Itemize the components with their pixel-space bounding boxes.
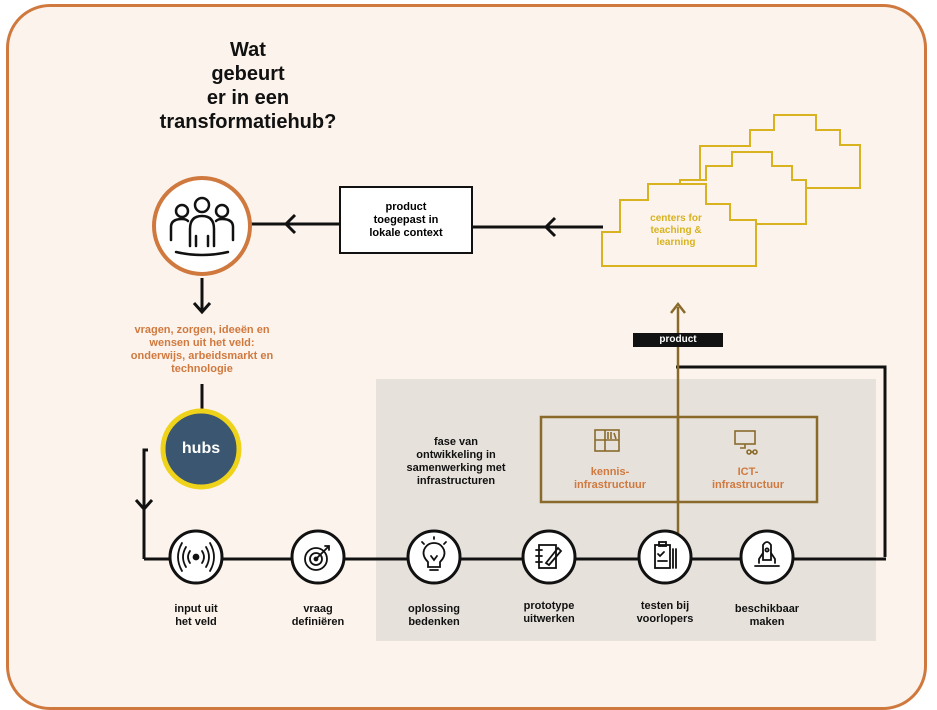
step-label-line: prototype — [523, 600, 575, 612]
phase-line: fase van — [433, 436, 479, 448]
step-label-line: definiëren — [291, 616, 345, 628]
arrowheads — [134, 213, 557, 512]
people-group-icon — [169, 196, 235, 257]
step-circle-4 — [521, 529, 577, 585]
arrowhead-left-1 — [543, 216, 557, 238]
product-box-line: lokale context — [369, 226, 443, 239]
step-label-line: input uit — [174, 603, 218, 615]
phase-line: infrastructuren — [416, 475, 496, 487]
target-icon — [304, 545, 330, 571]
ict-infra-label: ICT- infrastructuur — [682, 466, 814, 492]
phase-line: samenwerking met — [406, 462, 506, 474]
field-input-line: onderwijs, arbeidsmarkt en — [130, 350, 274, 362]
step-label-line: uitwerken — [523, 613, 575, 625]
phase-line: ontwikkeling in — [416, 449, 496, 461]
monitor-network-icon — [734, 430, 758, 455]
development-phase-area — [376, 379, 876, 641]
clipboard-check-icon — [654, 541, 677, 569]
radio-waves-icon — [177, 542, 215, 572]
ict-infra-line: ICT- — [737, 466, 759, 478]
notebook-pen-icon — [535, 544, 563, 569]
diagram-title: Wat gebeurt er in een transformatiehub? — [158, 38, 338, 134]
arrowhead-down-1 — [192, 302, 212, 315]
centers-line: teaching & — [650, 225, 702, 236]
field-input-line: vragen, zorgen, ideeën en — [134, 324, 270, 336]
ict-infra-line: infrastructuur — [711, 479, 785, 491]
diagram-graphics — [134, 114, 887, 641]
product-box-line: toegepast in — [373, 213, 439, 226]
step-label-line: testen bij — [640, 600, 690, 612]
cloud-shape-front — [601, 183, 757, 267]
step-circle-6 — [739, 529, 795, 585]
field-input-label: vragen, zorgen, ideeën en wensen uit het… — [110, 324, 294, 376]
step-label-prototype: prototype uitwerken — [509, 600, 589, 626]
arrowhead-down-2 — [134, 499, 154, 512]
step-label-line: oplossing — [408, 603, 460, 615]
step-label-test: testen bij voorlopers — [625, 600, 705, 626]
title-line: Wat — [230, 39, 266, 61]
step-label-line: het veld — [175, 616, 217, 628]
field-input-line: technologie — [171, 363, 233, 375]
centers-label: centers for teaching & learning — [612, 213, 740, 249]
step-label-define: vraag definiëren — [278, 603, 358, 629]
knowledge-infra-line: infrastructuur — [573, 479, 647, 491]
infrastructure-structure — [539, 301, 819, 559]
arrowhead-left-2 — [283, 213, 297, 235]
title-line: transformatiehub? — [159, 111, 337, 133]
hubs-circle — [160, 408, 242, 490]
step-circle-5 — [637, 529, 693, 585]
knowledge-infra-label: kennis- infrastructuur — [545, 466, 675, 492]
stakeholders-node — [152, 176, 252, 276]
centers-line: learning — [656, 237, 696, 248]
step-circle-3 — [406, 529, 462, 585]
phase-label: fase van ontwikkeling in samenwerking me… — [392, 436, 520, 488]
step-label-line: maken — [749, 616, 785, 628]
step-label-line: vraag — [303, 603, 333, 615]
bookshelf-icon — [594, 429, 620, 452]
field-input-line: wensen uit het veld: — [149, 337, 255, 349]
ict-infra-box — [676, 415, 819, 504]
lightbulb-icon — [421, 536, 447, 571]
rocket-icon — [754, 541, 780, 567]
centers-clouds — [601, 114, 861, 267]
hubs-to-steps-line — [142, 448, 148, 559]
hubs-label: hubs — [181, 440, 221, 457]
product-local-context-box: product toegepast in lokale context — [339, 186, 473, 254]
step-label-release: beschikbaar maken — [727, 603, 807, 629]
product-pill: product — [633, 333, 723, 347]
step-label-input: input uit het veld — [156, 603, 236, 629]
infra-up-arrowhead — [670, 301, 686, 314]
return-line — [676, 365, 887, 557]
step-label-line: voorlopers — [636, 613, 694, 625]
title-line: gebeurt — [211, 63, 285, 85]
product-box-line: product — [385, 200, 427, 213]
stakeholders-circle — [152, 176, 252, 276]
title-line: er in een — [206, 87, 290, 109]
centers-line: centers for — [650, 213, 702, 224]
step-label-line: bedenken — [408, 616, 460, 628]
knowledge-infra-line: kennis- — [590, 466, 630, 478]
step-label-line: beschikbaar — [734, 603, 800, 615]
step-label-solution: oplossing bedenken — [394, 603, 474, 629]
